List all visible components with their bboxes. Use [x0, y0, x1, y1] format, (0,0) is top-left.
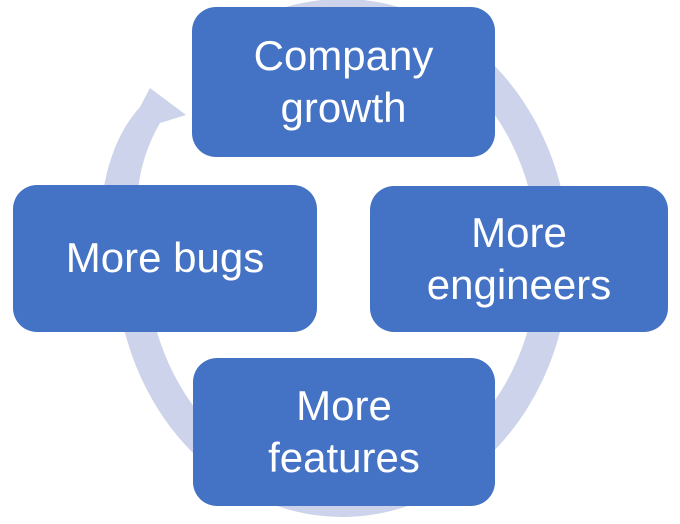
cycle-arrow-head [103, 88, 186, 192]
cycle-node-more-engineers: More engineers [370, 186, 668, 332]
cycle-node-company-growth: Company growth [192, 7, 495, 157]
cycle-node-label: More engineers [426, 208, 612, 308]
cycle-node-label: More features [268, 381, 420, 481]
cycle-node-more-features: More features [193, 358, 495, 506]
cycle-node-label: More bugs [65, 234, 265, 282]
cycle-node-label: Company growth [253, 31, 434, 131]
cycle-node-more-bugs: More bugs [13, 185, 317, 332]
